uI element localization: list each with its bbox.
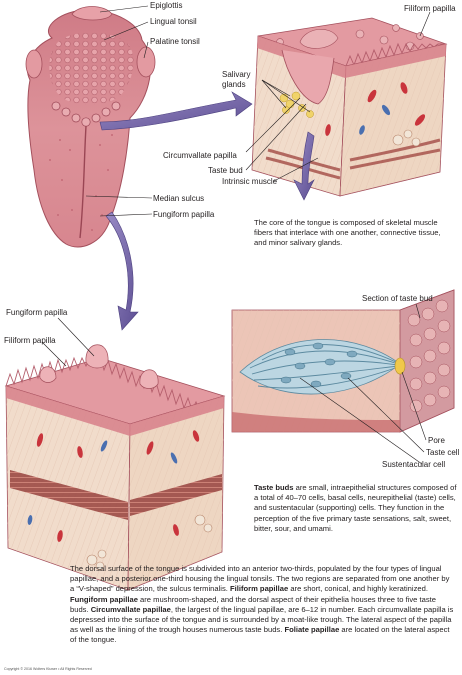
term-circumvallate-papillae: Circumvallate papillae [90,604,171,614]
label-sustentacular-cell: Sustentacular cell [382,460,446,469]
term-filiform-papillae: Filiform papillae [229,584,289,594]
term-taste-buds: Taste buds [254,483,294,492]
label-circumvallate-papilla: Circumvallate papilla [163,151,237,160]
fungiform-block [4,344,226,591]
label-fungiform-papilla-right: Fungiform papilla [153,210,215,219]
label-epiglottis: Epiglottis [150,1,183,10]
dorsal-text-5: are located on the lateral aspect of the… [70,625,450,645]
caption-core: The core of the tongue is composed of sk… [254,218,441,248]
label-fungiform-papilla-left: Fungiform papilla [6,308,68,317]
term-fungiform-papillae: Fungiform papillae [70,594,138,604]
copyright-notice: Copyright © 2016 Wolters Kluwer • All Ri… [4,667,92,671]
label-taste-bud: Taste bud [208,166,243,175]
label-intrinsic-muscle: Intrinsic muscle [222,177,278,186]
arrow-to-circumvallate-block [99,91,253,131]
label-pore: Pore [428,436,445,445]
label-median-sulcus: Median sulcus [153,194,205,203]
dorsal-text-2: are short, conical, and highly keratiniz… [288,584,428,594]
label-section-of-taste-bud: Section of taste bud [362,294,433,303]
label-lingual-tonsil: Lingual tonsil [150,17,197,26]
dorsal-text-1: The dorsal surface of the tongue is subd… [70,564,450,594]
label-filiform-papilla-left: Filiform papilla [4,336,56,345]
dorsal-text-3: are mushroom-shaped, and the dorsal aspe… [70,594,436,614]
arrow-to-taste-bud [293,131,315,201]
caption-taste-buds: Taste buds are small, intraepithelial st… [254,483,458,534]
arrow-to-fungiform-block [105,211,139,331]
label-taste-cell: Taste cell [426,448,460,457]
caption-taste-buds-text: are small, intraepithelial structures co… [254,483,457,533]
label-palatine-tonsil: Palatine tonsil [150,37,200,46]
whole-tongue [25,6,156,248]
circumvallate-block [251,17,448,197]
magnify-arrows [99,91,315,331]
label-filiform-papilla-top: Filiform papilla [404,4,456,13]
term-foliate-papillae: Foliate papillae [284,625,340,635]
taste-bud-section [231,289,455,433]
caption-dorsal-surface: The dorsal surface of the tongue is subd… [70,564,454,646]
dorsal-text-4: , the largest of the lingual papillae, a… [70,604,454,635]
label-salivary-glands-2: glands [222,80,246,89]
label-salivary-glands-1: Salivary [222,70,251,79]
leader-lines [41,5,431,465]
